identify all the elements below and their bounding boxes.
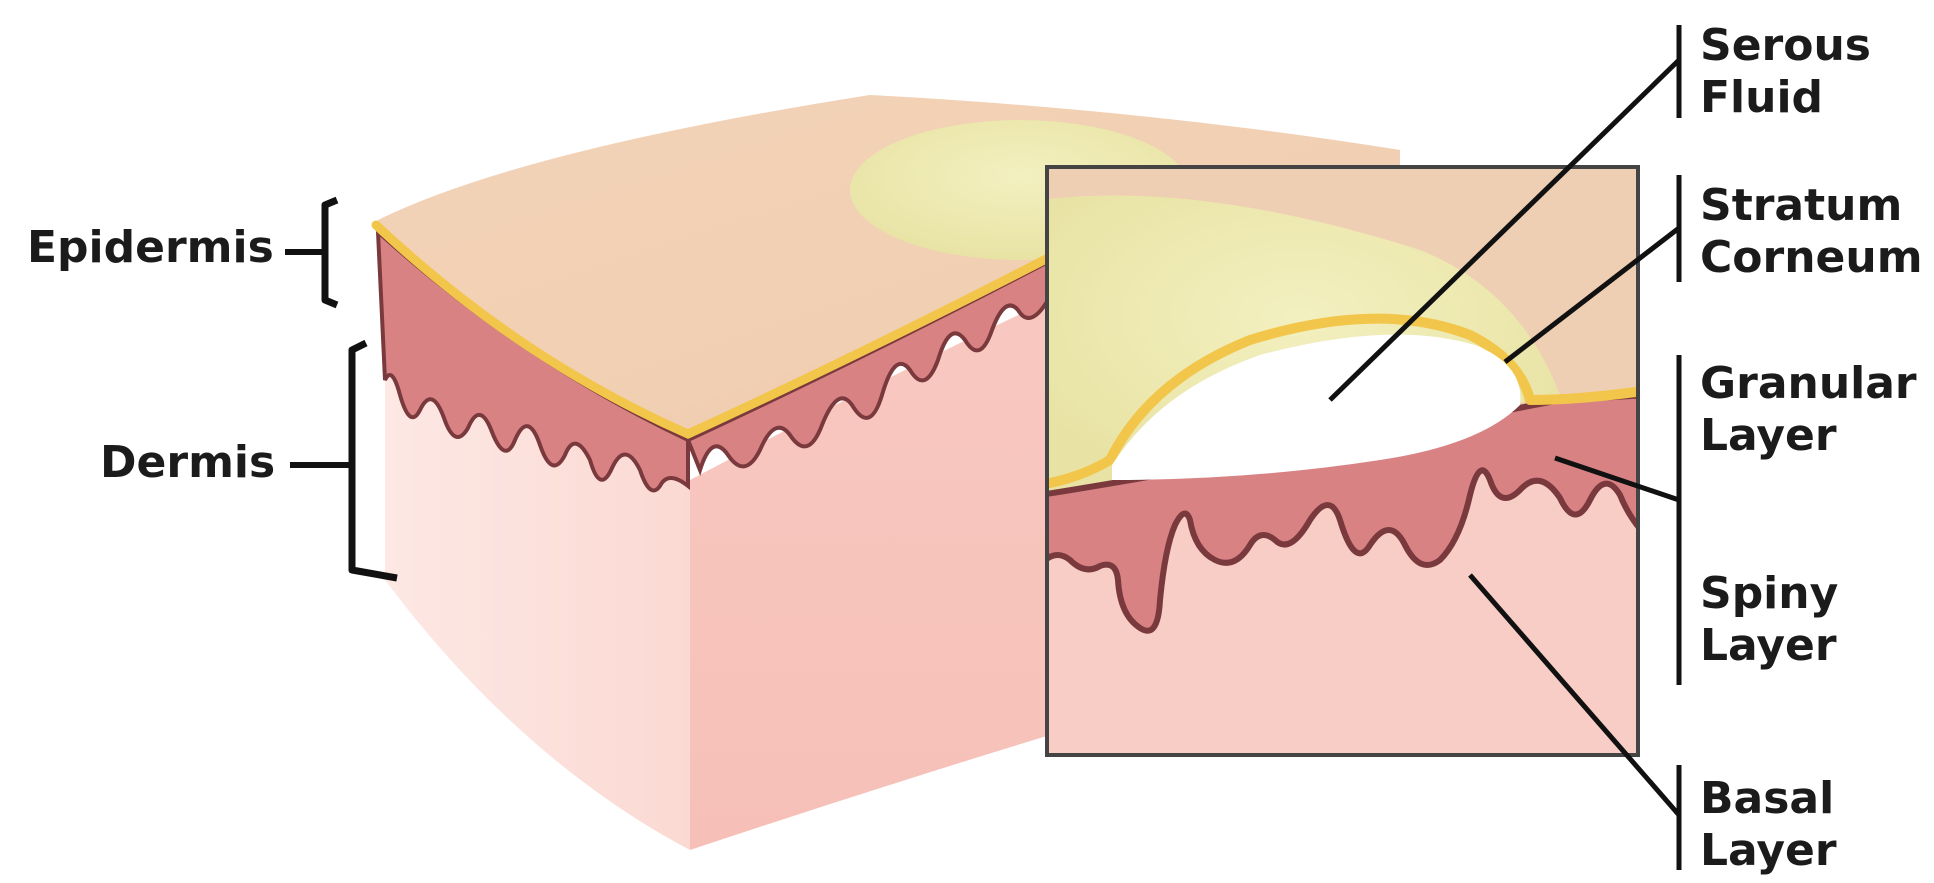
label-spiny-layer: Spiny Layer bbox=[1700, 568, 1838, 672]
label-serous-fluid-line1: Serous bbox=[1700, 20, 1871, 72]
label-basal-layer: Basal Layer bbox=[1700, 773, 1837, 877]
label-epidermis: Epidermis bbox=[27, 222, 274, 274]
label-serous-fluid: Serous Fluid bbox=[1700, 20, 1871, 124]
label-granular-layer-line1: Granular bbox=[1700, 358, 1917, 410]
label-basal-layer-line2: Layer bbox=[1700, 825, 1837, 877]
label-stratum-corneum: Stratum Corneum bbox=[1700, 180, 1923, 284]
epidermis-bracket bbox=[325, 200, 337, 305]
label-granular-layer: Granular Layer bbox=[1700, 358, 1917, 462]
label-spiny-layer-line2: Layer bbox=[1700, 620, 1838, 672]
label-stratum-corneum-line1: Stratum bbox=[1700, 180, 1923, 232]
label-granular-layer-line2: Layer bbox=[1700, 410, 1917, 462]
label-spiny-layer-line1: Spiny bbox=[1700, 568, 1838, 620]
label-dermis: Dermis bbox=[100, 437, 275, 489]
label-stratum-corneum-line2: Corneum bbox=[1700, 232, 1923, 284]
label-serous-fluid-line2: Fluid bbox=[1700, 72, 1871, 124]
label-basal-layer-line1: Basal bbox=[1700, 773, 1837, 825]
